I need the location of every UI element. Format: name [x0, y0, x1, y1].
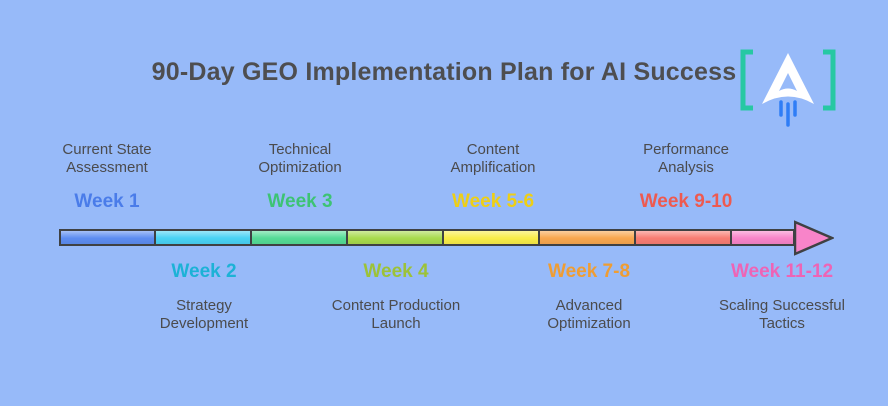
milestone-week-4: Week 4 Content Production Launch — [301, 261, 491, 332]
week-label: Week 1 — [74, 191, 140, 212]
brand-logo — [740, 49, 836, 127]
week-label: Week 3 — [267, 191, 333, 212]
timeline-bar — [59, 229, 795, 246]
timeline-segment-week-7-8 — [540, 231, 636, 244]
week-label: Week 4 — [363, 261, 429, 282]
timeline-segment-week-2 — [156, 231, 252, 244]
milestone-label: Strategy Development — [159, 297, 249, 332]
week-label: Week 7-8 — [547, 261, 631, 282]
logo-exhaust-icon — [779, 100, 797, 127]
milestone-week-3: Technical Optimization Week 3 — [205, 141, 395, 213]
milestone-week-11-12: Week 11-12 Scaling Successful Tactics — [687, 261, 877, 332]
week-label: Week 11-12 — [730, 261, 834, 282]
timeline-segment-week-11-12 — [732, 231, 793, 244]
milestone-week-5-6: Content Amplification Week 5-6 — [398, 141, 588, 213]
milestone-label: Performance Analysis — [643, 141, 729, 176]
week-label: Week 5-6 — [451, 191, 535, 212]
week-label: Week 2 — [171, 261, 237, 282]
milestone-label: Current State Assessment — [62, 141, 152, 176]
milestone-week-2: Week 2 Strategy Development — [109, 261, 299, 332]
logo-letter-a-icon — [762, 53, 814, 104]
milestone-week-9-10: Performance Analysis Week 9-10 — [591, 141, 781, 213]
week-label: Week 9-10 — [639, 191, 733, 212]
page-title: 90-Day GEO Implementation Plan for AI Su… — [151, 58, 737, 86]
logo-left-bracket-icon — [740, 49, 753, 111]
timeline-segment-week-4 — [348, 231, 444, 244]
logo-right-bracket-icon — [823, 49, 836, 111]
milestone-week-1: Current State Assessment Week 1 — [12, 141, 202, 213]
timeline-segment-week-3 — [252, 231, 348, 244]
timeline-segment-week-1 — [61, 231, 156, 244]
milestone-label: Advanced Optimization — [547, 297, 631, 332]
milestone-label: Technical Optimization — [258, 141, 342, 176]
milestone-label: Content Production Launch — [331, 297, 461, 332]
milestone-week-7-8: Week 7-8 Advanced Optimization — [494, 261, 684, 332]
milestone-label: Content Amplification — [450, 141, 536, 176]
timeline-segment-week-5-6 — [444, 231, 540, 244]
timeline-arrowhead-icon — [794, 220, 834, 256]
milestone-label: Scaling Successful Tactics — [719, 297, 845, 332]
timeline-segment-week-9-10 — [636, 231, 732, 244]
